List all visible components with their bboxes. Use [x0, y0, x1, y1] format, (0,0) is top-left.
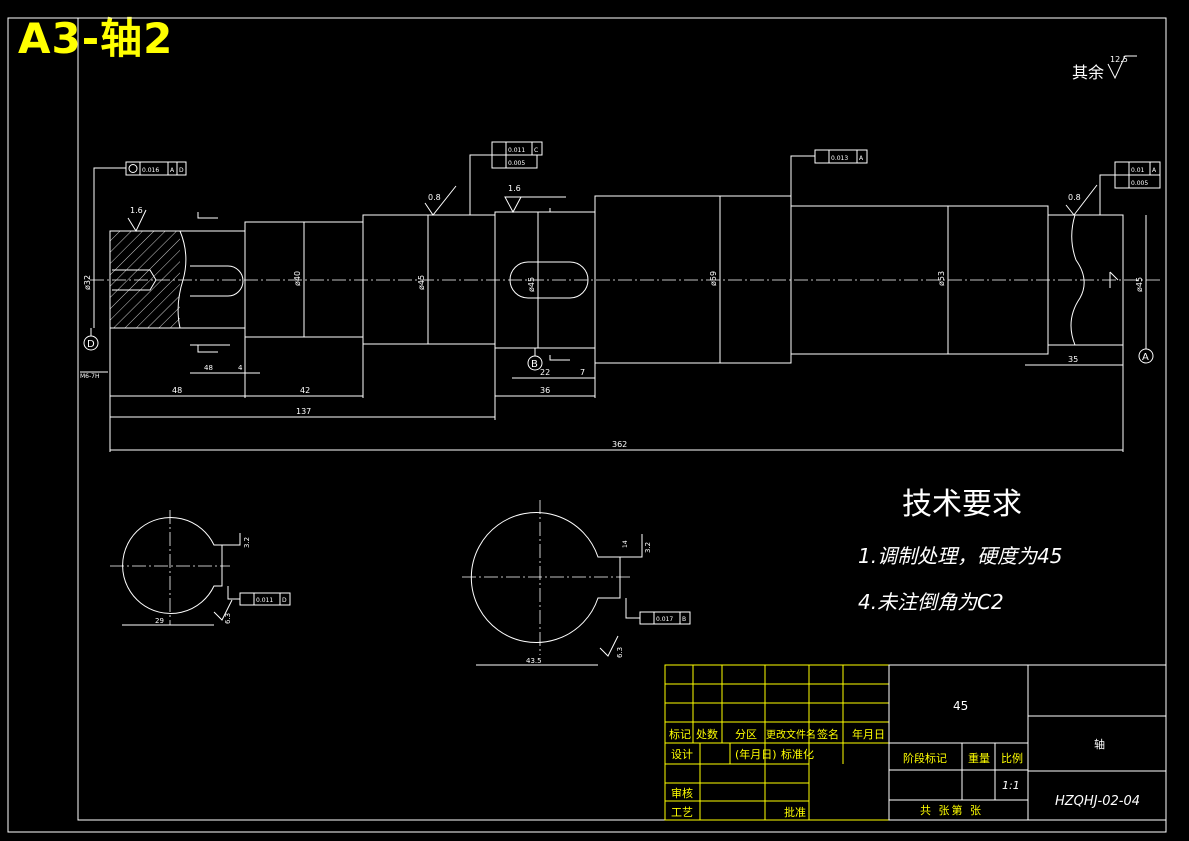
dia-2: ø40: [293, 271, 302, 286]
tolerance-frame-2: 0.011 C 0.005: [469, 141, 543, 215]
svg-text:D: D: [282, 597, 287, 604]
svg-text:0.017: 0.017: [656, 616, 673, 623]
dia-3: ø45: [417, 275, 426, 290]
thread-note: М6-7Н: [80, 373, 100, 380]
svg-text:C: C: [534, 147, 538, 154]
dim-7: 7: [580, 368, 585, 377]
surface-roughness-note: 其余 12.5: [1072, 55, 1137, 82]
svg-text:阶段标记: 阶段标记: [903, 751, 947, 765]
roughness-2: 0.8: [428, 193, 441, 202]
drawing-number: HZQHJ-02-04: [1055, 794, 1140, 809]
datum-D: D: [83, 328, 99, 351]
roughness-symbols: 1.6 0.8 1.6 0.8: [127, 184, 1098, 233]
svg-text:0.013: 0.013: [831, 155, 848, 162]
svg-text:43.5: 43.5: [526, 657, 542, 665]
svg-text:比例: 比例: [1001, 751, 1023, 765]
title-block: 标记 处数 分区 更改文件名 签名 年月日 设计 (年月日) 标准化 审核 工艺…: [664, 664, 1167, 821]
tolerance-frame-4: 0.01 A 0.005: [1099, 161, 1161, 215]
svg-text:标记: 标记: [669, 727, 691, 741]
svg-text:0.011: 0.011: [508, 147, 525, 154]
dim-48: 48: [172, 386, 182, 395]
svg-text:A: A: [1142, 352, 1149, 363]
svg-text:审核: 审核: [671, 786, 693, 800]
svg-text:签名: 签名: [817, 727, 839, 741]
svg-text:3.2: 3.2: [644, 542, 652, 553]
dim-4: 4: [238, 364, 243, 372]
roughness-1: 1.6: [130, 206, 143, 215]
roughness-note-value: 12.5: [1110, 55, 1128, 64]
svg-text:标准化: 标准化: [781, 747, 814, 761]
tech-req-item-2: 4.未注倒角为C2: [858, 590, 1004, 614]
svg-text:年月日: 年月日: [852, 727, 885, 741]
svg-text:处数: 处数: [696, 728, 718, 741]
svg-text:D: D: [87, 339, 95, 350]
svg-text:共 张第 张: 共 张第 张: [920, 803, 983, 817]
section-arrows: [197, 208, 570, 361]
sheet-badge: A3-轴2: [18, 14, 174, 63]
svg-text:(年月日): (年月日): [735, 747, 777, 761]
dim-35: 35: [1068, 355, 1078, 364]
roughness-note-label: 其余: [1072, 63, 1104, 82]
datum-B: B: [527, 348, 543, 371]
outer-border: [7, 17, 1167, 833]
technical-requirements: 技术要求 1.调制处理，硬度为45 4.未注倒角为C2: [858, 487, 1063, 614]
dim-36: 36: [540, 386, 550, 395]
dia-4: ø45: [527, 277, 536, 292]
svg-text:D: D: [179, 167, 184, 174]
inner-border: [77, 17, 1167, 821]
material-cell: 45: [953, 699, 968, 713]
svg-text:B: B: [682, 616, 686, 623]
svg-text:A: A: [1152, 167, 1157, 174]
dia-7: ø45: [1135, 277, 1144, 292]
svg-text:3.2: 3.2: [243, 537, 251, 548]
svg-text:重量: 重量: [968, 751, 990, 765]
svg-text:批准: 批准: [784, 805, 806, 819]
tolerance-frame-3: 0.013 A: [790, 149, 868, 206]
svg-text:0.005: 0.005: [508, 160, 525, 167]
svg-text:更改文件名: 更改文件名: [766, 728, 816, 741]
svg-text:0.011: 0.011: [256, 597, 273, 604]
roughness-3: 1.6: [508, 184, 521, 193]
svg-text:0.01: 0.01: [1131, 167, 1145, 174]
length-dimensions: 48 42 137 362 36 22 7 35 48 4 М6-7Н: [80, 328, 1124, 452]
roughness-4: 0.8: [1068, 193, 1081, 202]
svg-text:0.016: 0.016: [142, 167, 159, 174]
dim-48-small: 48: [204, 364, 213, 372]
dia-5: ø59: [709, 271, 718, 286]
dim-362: 362: [612, 440, 627, 449]
part-name: 轴: [1094, 737, 1105, 751]
diameter-dimensions: ø32 ø40 ø45 ø45 ø59 ø53 ø45: [83, 196, 1147, 363]
dim-137: 137: [296, 407, 311, 416]
svg-text:0.005: 0.005: [1131, 180, 1148, 187]
svg-text:设计: 设计: [671, 748, 693, 761]
svg-text:A: A: [170, 167, 175, 174]
tech-req-title: 技术要求: [902, 487, 1022, 522]
dim-42: 42: [300, 386, 310, 395]
dia-1: ø32: [83, 275, 92, 290]
tech-req-item-1: 1.调制处理，硬度为45: [858, 544, 1063, 568]
shaft-outline: [109, 195, 1124, 364]
svg-text:1:1: 1:1: [1002, 779, 1020, 792]
svg-text:6.3: 6.3: [224, 613, 232, 624]
svg-text:A: A: [859, 155, 864, 162]
dia-6: ø53: [937, 271, 946, 286]
svg-text:工艺: 工艺: [671, 806, 693, 819]
cross-section-2: 43.5 3.2 14 6.3 0.017 B: [462, 500, 691, 666]
tolerance-frame-1: 0.016 A D: [93, 161, 187, 231]
datum-A: A: [1138, 345, 1154, 364]
svg-text:6.3: 6.3: [616, 647, 624, 658]
svg-text:29: 29: [155, 617, 164, 625]
svg-text:分区: 分区: [735, 728, 757, 741]
svg-text:14: 14: [622, 540, 629, 548]
dim-22: 22: [540, 368, 550, 377]
svg-text:B: B: [531, 359, 538, 370]
cross-section-1: 29 3.2 6.3 0.011 D: [110, 510, 291, 626]
